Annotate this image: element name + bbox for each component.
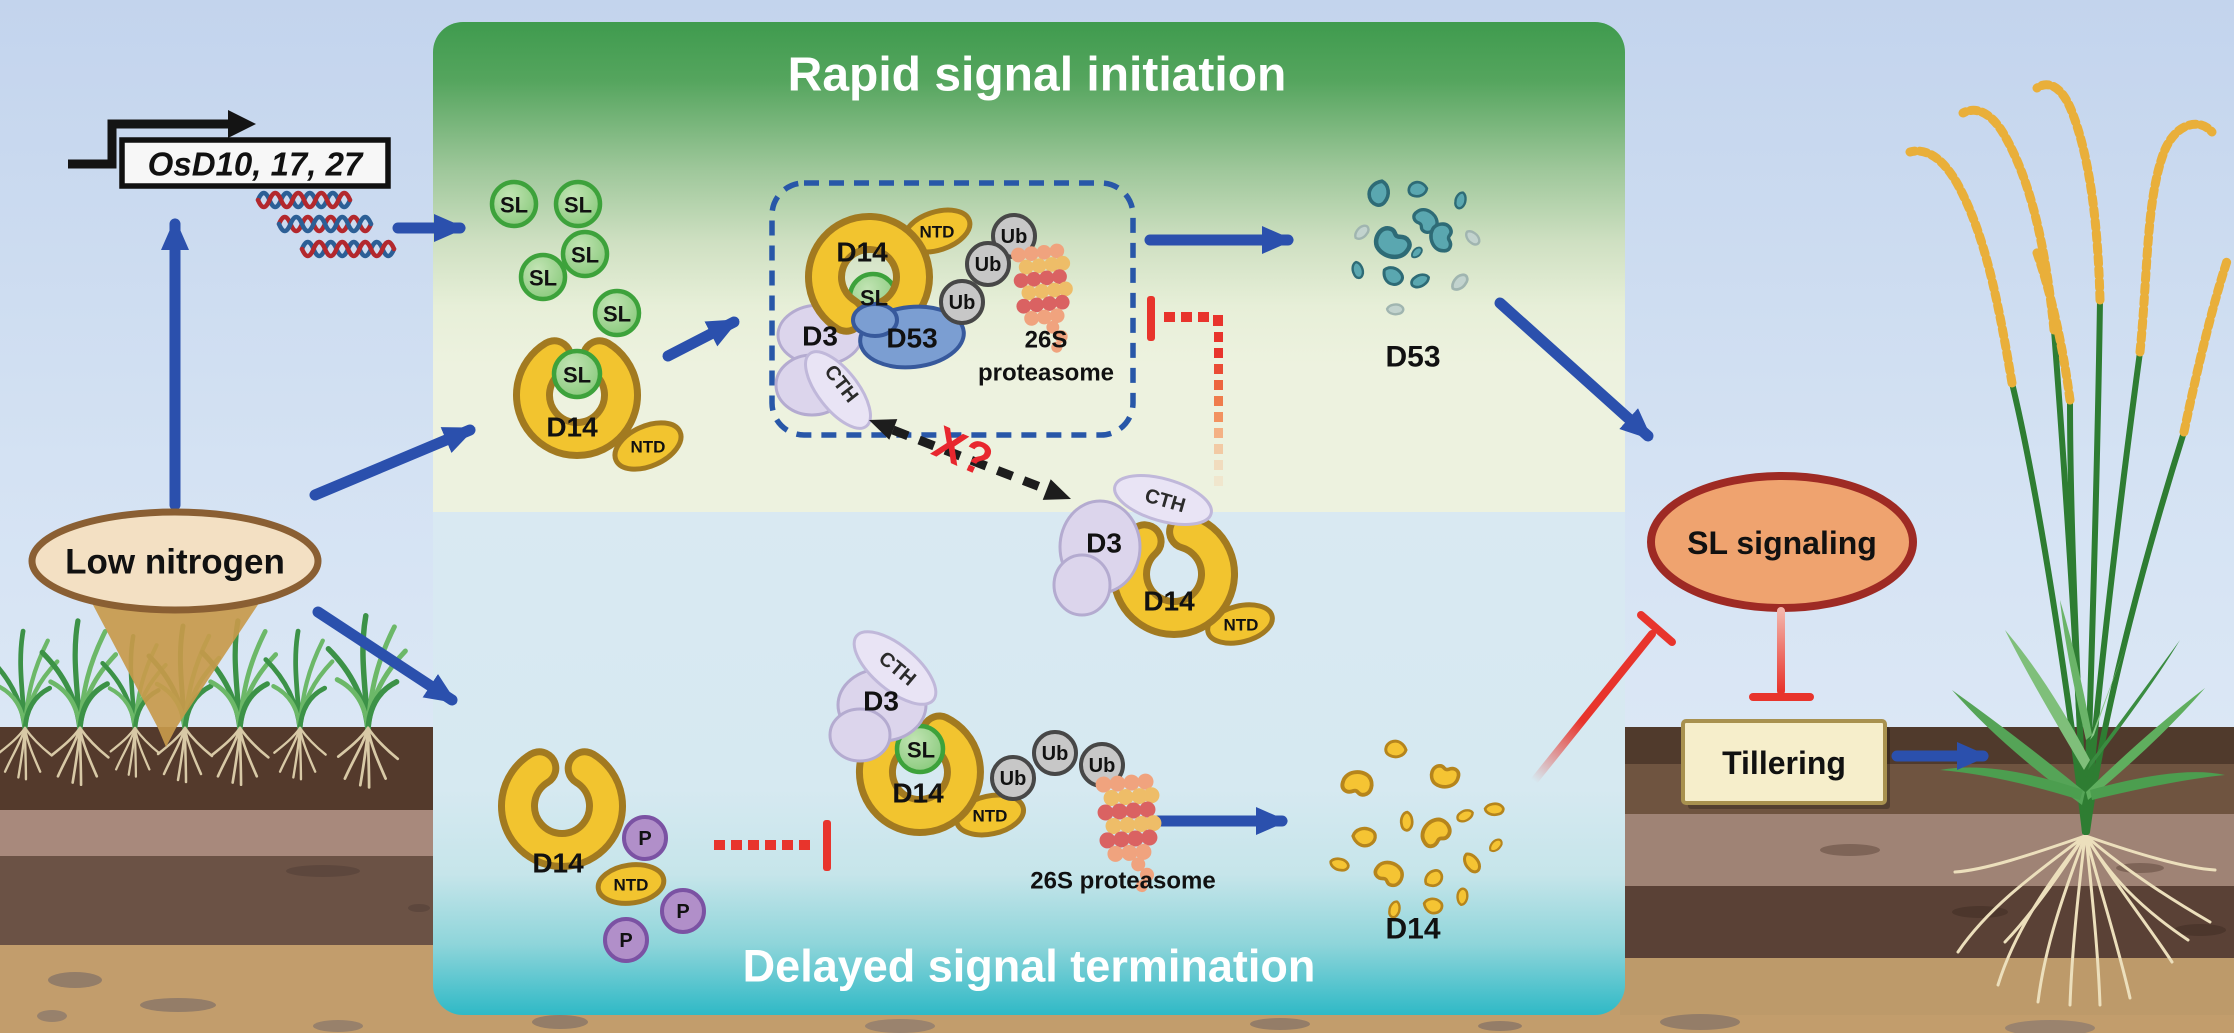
gene-label: OsD10, 17, 27 xyxy=(148,146,364,183)
d3-label: D3 xyxy=(802,321,838,352)
sl-label: SL xyxy=(564,193,592,218)
plant-panicles xyxy=(1905,80,2233,437)
nitrogen-funnel xyxy=(73,567,283,747)
flow-arrows xyxy=(161,214,1989,835)
sl-label: SL xyxy=(563,363,591,388)
arrow-d53-to-sl-signaling xyxy=(1494,297,1654,442)
d3-protein xyxy=(828,630,938,763)
sl-signaling-label: SL signaling xyxy=(1687,525,1877,561)
inhibition-of-d14-degradation xyxy=(714,820,831,871)
d53-protein xyxy=(851,302,966,370)
ub-label: Ub xyxy=(1001,226,1028,248)
plant-stems xyxy=(2009,297,2187,835)
soil-pebbles xyxy=(37,844,2226,1033)
d3-d14-complex xyxy=(1052,474,1275,646)
unknown-interaction-arrow xyxy=(869,419,1071,500)
ub-label: Ub xyxy=(949,292,976,314)
dashed-complex-box xyxy=(769,180,1136,438)
sl-label: SL xyxy=(500,193,528,218)
gene-box xyxy=(119,137,391,189)
phosphate-label: P xyxy=(638,828,651,850)
phosphate-group xyxy=(603,815,706,963)
arrow-d14sl-to-complex xyxy=(662,316,740,362)
sl-label: SL xyxy=(860,286,888,311)
ntd-label: NTD xyxy=(920,223,955,242)
d53-fragments-label: D53 xyxy=(1385,341,1440,374)
sl-label: SL xyxy=(603,302,631,327)
d53-label: D53 xyxy=(886,323,937,354)
d14-ubiquitination-complex xyxy=(828,630,1167,895)
sl-label: SL xyxy=(571,243,599,268)
inhibition-of-ubiquitination xyxy=(1147,296,1223,486)
d14-label: D14 xyxy=(532,848,584,879)
proteasome-label-line2: proteasome xyxy=(978,360,1114,387)
d3-label: D3 xyxy=(863,686,899,717)
cth-domain xyxy=(852,630,938,706)
gene-promoter-arrow xyxy=(68,110,256,169)
central-panel xyxy=(433,22,1625,1015)
low-nitrogen-label: Low nitrogen xyxy=(65,543,285,582)
ub-label: Ub xyxy=(1000,768,1027,790)
phosphate-label: P xyxy=(676,901,689,923)
d14-label: D14 xyxy=(892,778,944,809)
d14-label: D14 xyxy=(836,237,888,268)
d3-label: D3 xyxy=(1086,528,1122,559)
ub-label: Ub xyxy=(1042,743,1069,765)
ntd-label: NTD xyxy=(614,876,649,895)
phospho-d14 xyxy=(498,748,706,963)
ntd-label: NTD xyxy=(973,807,1008,826)
proteasome-label-line1: 26S xyxy=(1025,327,1068,354)
sl-label: SL xyxy=(907,738,935,763)
arrow-lowN-to-phospho-d14 xyxy=(312,606,458,706)
low-nitrogen-ellipse xyxy=(28,508,322,614)
cth-domain xyxy=(804,350,872,430)
plant-roots xyxy=(1953,834,2217,1007)
ubiquitination-complex xyxy=(774,207,1080,430)
mrna-icons xyxy=(255,190,397,259)
inhibition-fragments-to-sl-signaling xyxy=(1530,611,1676,785)
rice-plant xyxy=(1905,80,2233,1007)
d14-label: D14 xyxy=(546,412,598,443)
proteasome-label: 26S proteasome xyxy=(1030,868,1215,895)
inhibition-sl-signaling-to-tillering xyxy=(1749,607,1814,701)
arrow-lowN-to-d14 xyxy=(309,424,476,501)
ntd-label: NTD xyxy=(1224,616,1259,635)
d14-fragments-label: D14 xyxy=(1385,913,1440,946)
plant-leaves xyxy=(1940,600,2225,805)
ubiquitin-chain xyxy=(990,730,1125,801)
ntd-label: NTD xyxy=(631,438,666,457)
banner-bottom-title: Delayed signal termination xyxy=(743,941,1316,992)
ub-label: Ub xyxy=(975,254,1002,276)
tillering-box xyxy=(1681,719,1890,809)
d14-sl-complex xyxy=(513,337,684,472)
tillering-label: Tillering xyxy=(1722,745,1846,781)
sl-molecules-free xyxy=(489,179,642,338)
d14-label: D14 xyxy=(1143,586,1195,617)
labels: Rapid signal initiation Delayed signal t… xyxy=(65,49,1877,992)
phosphate-label: P xyxy=(619,930,632,952)
cth-domain xyxy=(1113,474,1213,526)
banner-top-title: Rapid signal initiation xyxy=(788,49,1287,102)
ub-label: Ub xyxy=(1089,755,1116,777)
sl-label: SL xyxy=(529,266,557,291)
ubiquitin-chain xyxy=(939,213,1037,325)
